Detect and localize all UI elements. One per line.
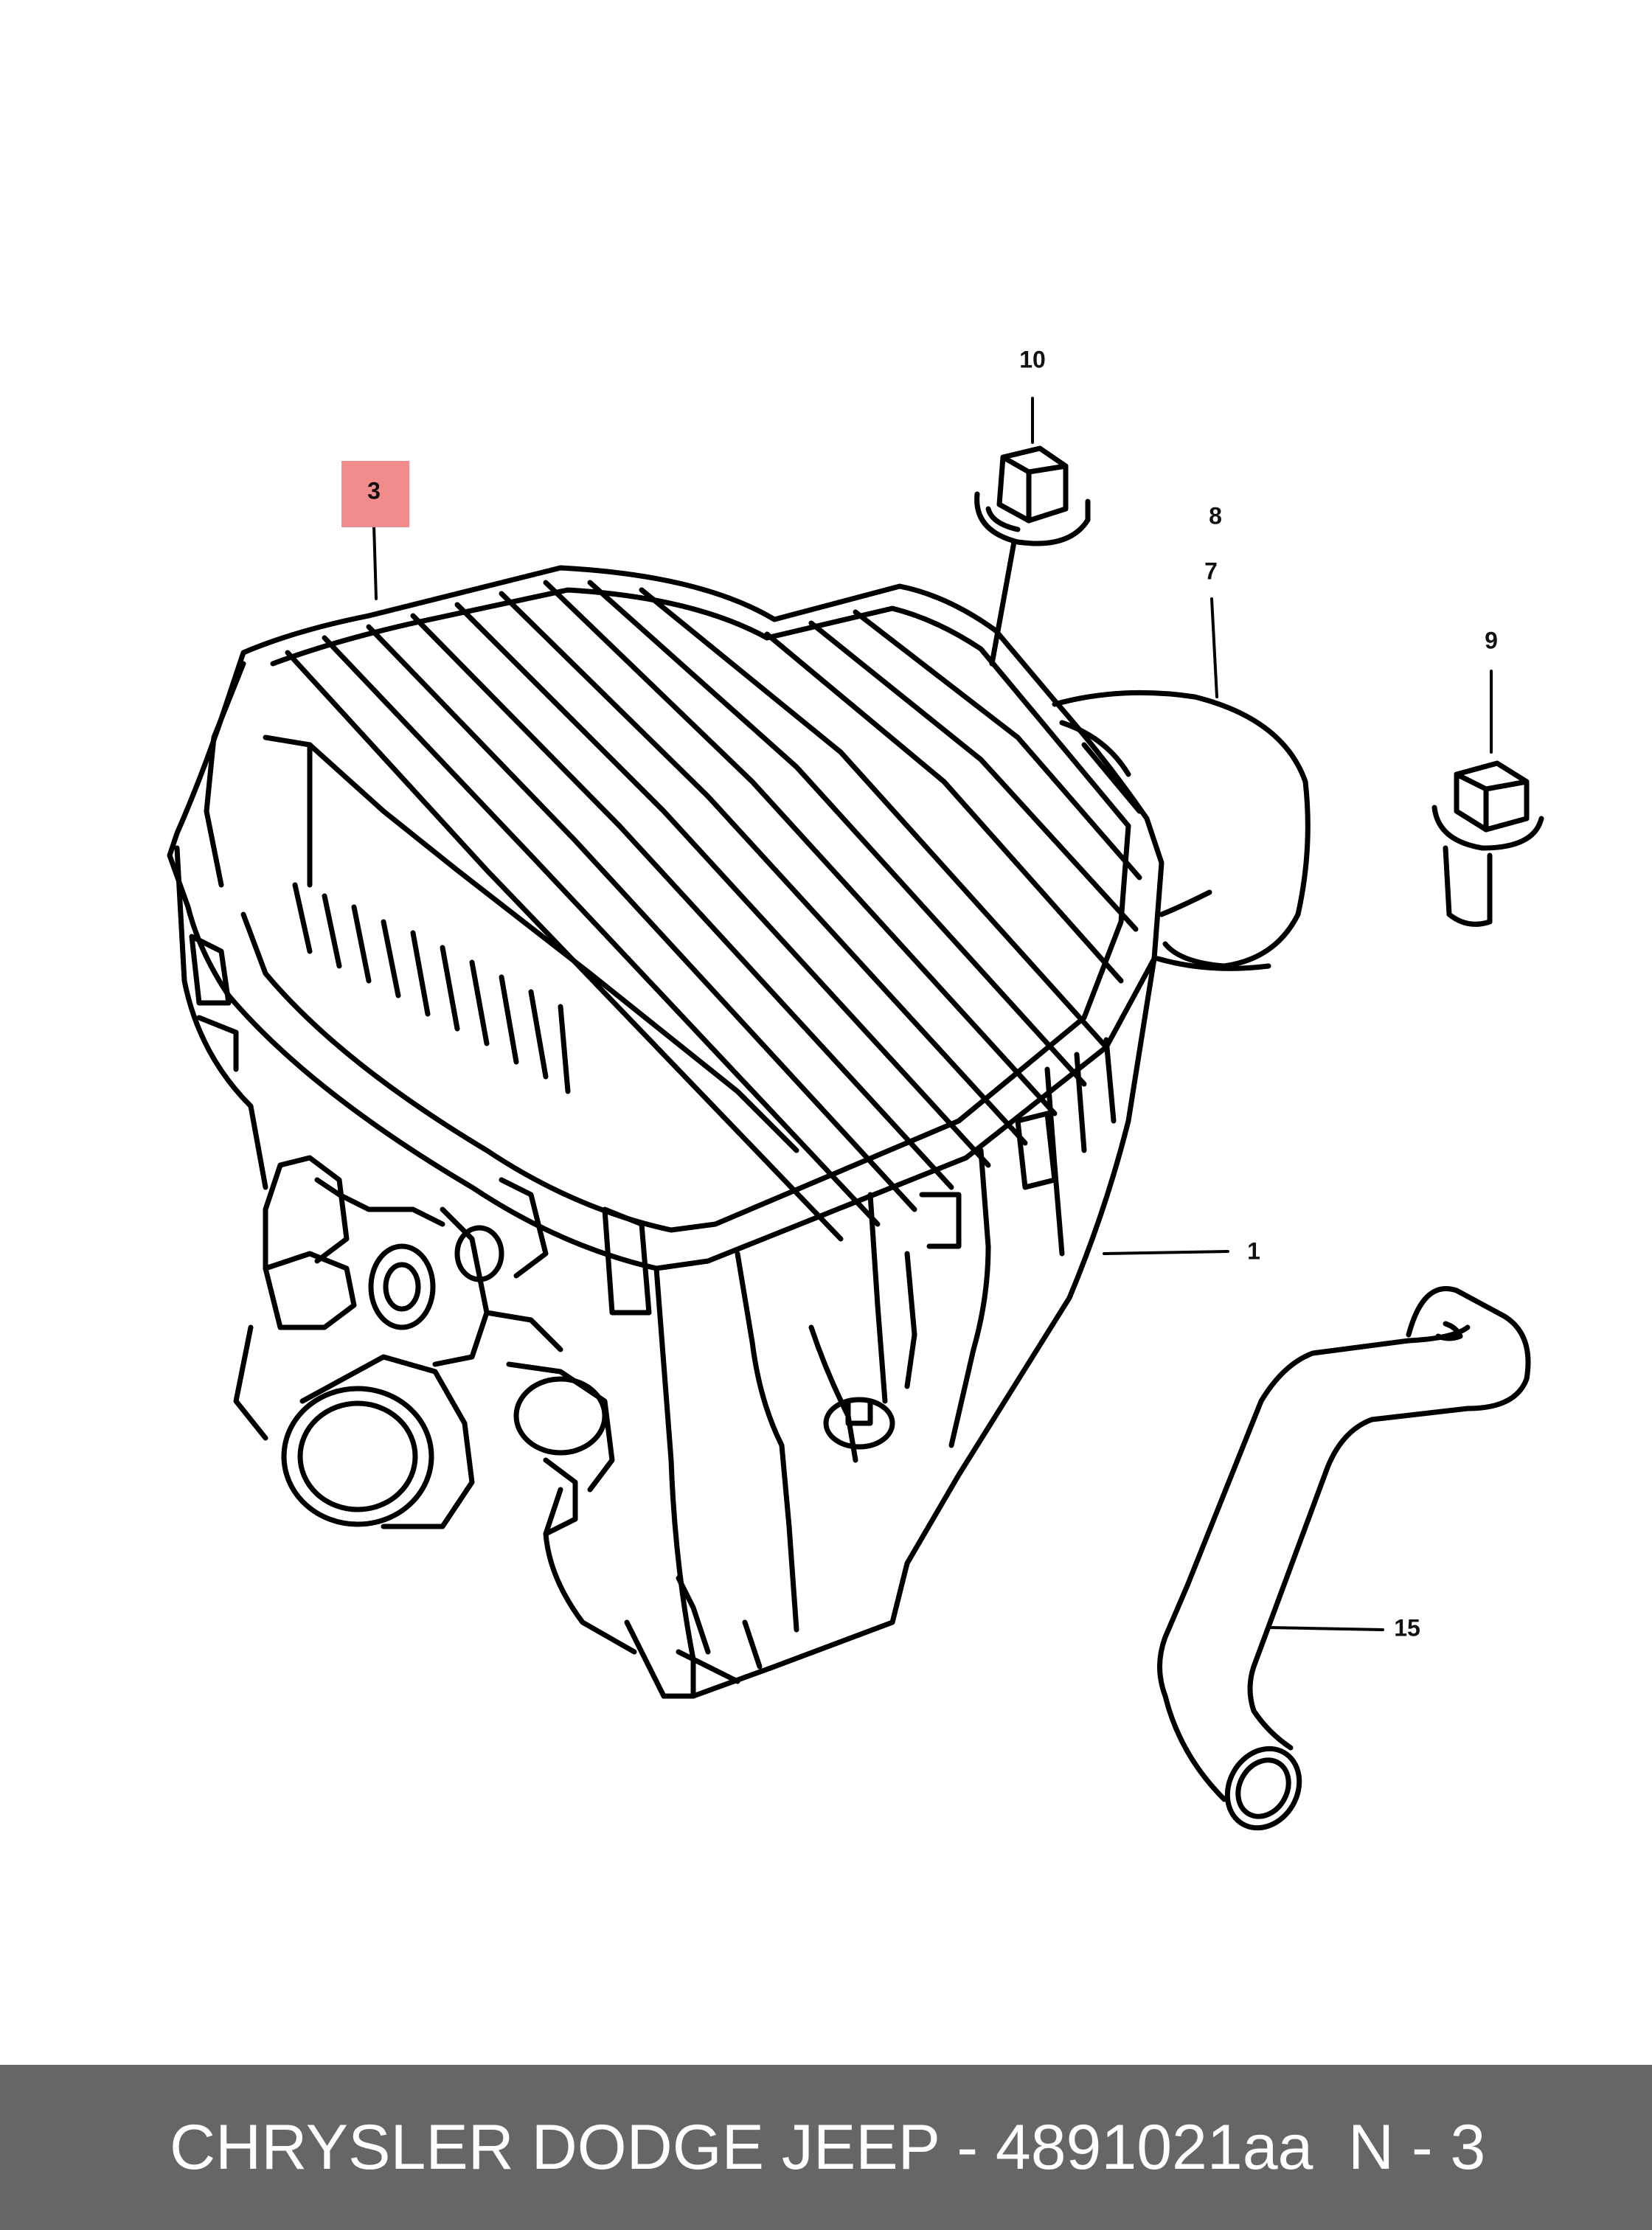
callout-8[interactable]: 8 <box>1209 502 1222 529</box>
footer-part-number: CHRYSLER DODGE JEEP - 4891021aa <box>170 2112 1313 2183</box>
callout-7[interactable]: 7 <box>1204 558 1218 584</box>
throttle-body <box>233 1155 615 1537</box>
callout-10[interactable]: 10 <box>1019 346 1046 372</box>
leader-line-15 <box>1268 1626 1384 1631</box>
air-cleaner-diagram: 10 3 8 7 9 1 15 <box>167 346 1544 1831</box>
hose-part-15 <box>1157 1286 1531 1831</box>
callout-3-highlight <box>341 461 409 527</box>
nut-part-10 <box>974 445 1091 667</box>
bolt-part-9 <box>1431 760 1544 927</box>
callout-3[interactable]: 3 <box>367 477 381 504</box>
leader-lines <box>372 397 1493 1631</box>
part-number-footer: CHRYSLER DODGE JEEP - 4891021aa N - 3 <box>0 2065 1652 2230</box>
callout-1[interactable]: 1 <box>1247 1237 1260 1264</box>
leader-line-1 <box>1103 1250 1229 1255</box>
callout-15[interactable]: 15 <box>1394 1614 1420 1641</box>
intake-elbow <box>1052 690 1311 971</box>
leader-line-3 <box>372 524 378 600</box>
lid-ribs <box>204 580 1142 1242</box>
callout-9[interactable]: 9 <box>1485 627 1498 653</box>
air-cleaner-housing <box>167 565 1165 1699</box>
footer-page-reference: N - 3 <box>1348 2112 1486 2183</box>
leader-line-7 <box>1210 597 1218 698</box>
